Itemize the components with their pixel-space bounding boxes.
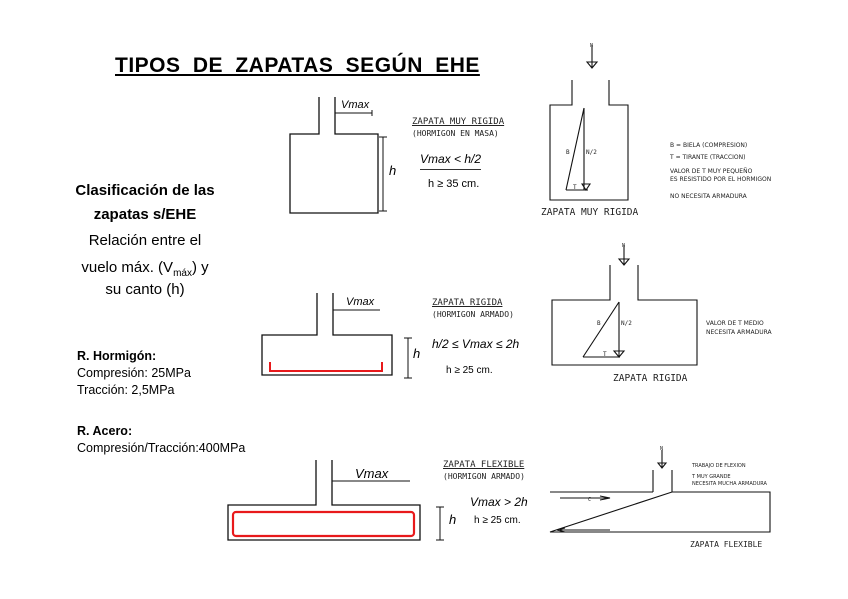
half-load-label: N/2 [621,320,632,327]
footing-flexible-drawing [227,460,444,541]
very-rigid-condition: Vmax < h/2 [420,152,482,170]
classification-line1: Clasificación de las [75,182,215,199]
relation-text-end: ) y [191,259,209,276]
very-rigid-title: ZAPATA MUY RIGIDA [412,117,505,127]
strut-b-label: B [566,149,570,156]
relation-sub: máx [173,268,192,279]
strut-tie-flexible [549,450,771,533]
relation-line1: Relación entre el [88,232,202,249]
rigid-min-depth: h ≥ 25 cm. [446,365,493,376]
page-title: TIPOS DE ZAPATAS SEGÚN EHE [115,54,480,77]
flexible-min-depth: h ≥ 25 cm. [474,515,521,526]
steel-strength: Compresión/Tracción:400MPa [77,441,246,455]
footing-rigid-drawing [261,293,412,379]
note: ES RESISTIDO POR EL HORMIGON [670,176,772,183]
flexible-caption: ZAPATA FLEXIBLE [690,540,763,549]
tie-t-label: T [603,351,607,358]
note: TRABAJO DE FLEXION [692,463,746,469]
footing-very-rigid-drawing [289,97,387,214]
load-n-label: N [660,446,664,452]
flexible-subtitle: (HORMIGON ARMADO) [443,472,525,481]
vmax-label-1: Vmax [341,99,370,111]
concrete-tension: Tracción: 2,5MPa [77,383,175,397]
tie-t-label: T [573,184,577,191]
h-label-3: h [449,512,457,527]
classification-line2: zapatas s/EHE [93,206,197,223]
note: VALOR DE T MEDIO [706,320,764,327]
strut-tie-very-rigid [549,45,629,201]
rigid-caption: ZAPATA RIGIDA [613,373,688,384]
rigid-title: ZAPATA RIGIDA [432,298,503,308]
rigid-subtitle: (HORMIGON ARMADO) [432,310,514,319]
very-rigid-subtitle: (HORMIGON EN MASA) [412,129,499,138]
half-load-label: N/2 [586,149,597,156]
relation-line2: vuelo máx. (Vmáx) y [60,259,230,279]
load-n-label: N [590,43,594,49]
strut-b-label: B [597,320,601,327]
note: NO NECESITA ARMADURA [670,193,747,200]
concrete-heading: R. Hormigón: [77,349,157,363]
note: T = TIRANTE (TRACCION) [670,154,746,161]
h-label-2: h [413,346,421,361]
rigid-condition: h/2 ≤ Vmax ≤ 2h [432,337,520,351]
very-rigid-caption: ZAPATA MUY RIGIDA [541,207,639,218]
flexible-condition: Vmax > 2h [470,495,528,509]
note: VALOR DE T MUY PEQUEÑO [670,168,753,175]
strut-tie-rigid [551,245,698,366]
relation-text: vuelo máx. (V [81,259,174,276]
steel-heading: R. Acero: [77,424,133,438]
h-label-1: h [389,163,397,178]
load-n-label: N [622,243,626,249]
very-rigid-min-depth: h ≥ 35 cm. [428,178,480,190]
note: NECESITA ARMADURA [706,329,772,336]
note: NECESITA MUCHA ARMADURA [692,481,767,487]
note: B = BIELA (COMPRESION) [670,142,748,149]
vmax-label-3: Vmax [355,466,389,481]
concrete-compression: Compresión: 25MPa [77,366,191,380]
note: T MUY GRANDE [692,474,731,480]
compression-c-label: C [588,497,592,503]
relation-line3: su canto (h) [105,281,185,298]
vmax-label-2: Vmax [346,296,375,308]
flexible-title: ZAPATA FLEXIBLE [443,460,525,470]
